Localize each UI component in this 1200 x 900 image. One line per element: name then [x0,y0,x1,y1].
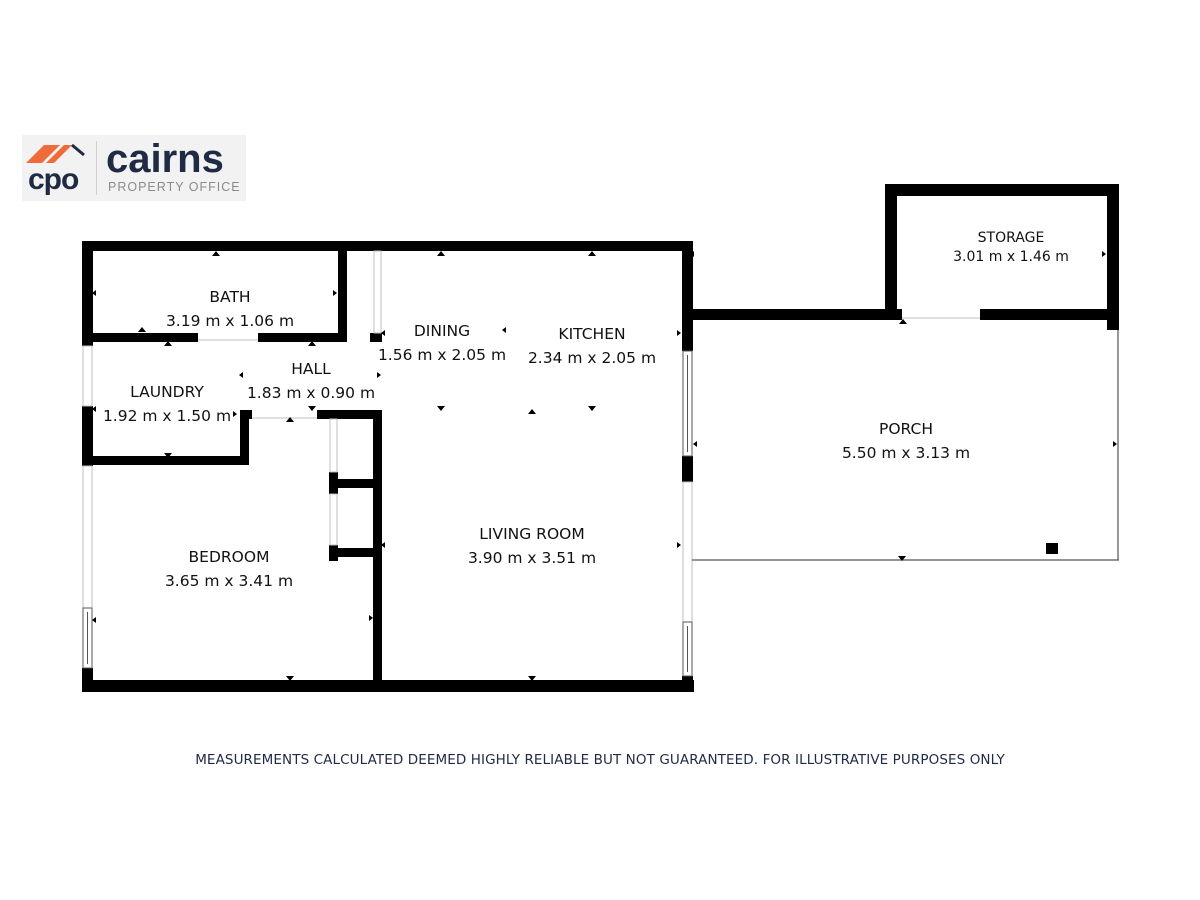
room-name: BEDROOM [188,548,270,566]
disclaimer: MEASUREMENTS CALCULATED DEEMED HIGHLY RE… [195,752,1005,768]
room-dimensions: 3.65 m x 3.41 m [164,572,294,590]
room-name: STORAGE [977,230,1045,246]
room-name: LIVING ROOM [479,525,585,543]
room-hall: HALL 1.83 m x 0.90 m [247,357,375,405]
company-logo: cpo cairns PROPERTY OFFICE [22,135,246,201]
logo-divider [96,141,97,195]
room-dimensions: 3.90 m x 3.51 m [467,549,597,567]
room-bedroom: BEDROOM 3.65 m x 3.41 m [165,545,293,593]
room-name: PORCH [878,420,934,438]
room-dimensions: 3.01 m x 1.46 m [953,249,1069,265]
room-dimensions: 3.19 m x 1.06 m [165,312,295,330]
logo-brand: cairns [106,137,224,181]
room-name: BATH [209,288,251,306]
room-dimensions: 5.50 m x 3.13 m [841,444,971,462]
room-porch: PORCH 5.50 m x 3.13 m [842,417,970,465]
room-dimensions: 1.83 m x 0.90 m [246,384,376,402]
room-name: KITCHEN [558,325,626,343]
room-name: LAUNDRY [130,383,204,401]
logo-mark: cpo [28,163,79,196]
room-dining: DINING 1.56 m x 2.05 m [378,319,506,367]
roof-icon [26,143,85,163]
room-living: LIVING ROOM 3.90 m x 3.51 m [468,522,596,570]
room-dimensions: 2.34 m x 2.05 m [527,349,657,367]
room-bath: BATH 3.19 m x 1.06 m [166,285,294,333]
room-dimensions: 1.92 m x 1.50 m [102,407,232,425]
room-storage: STORAGE 3.01 m x 1.46 m [953,229,1069,267]
room-name: HALL [291,360,331,378]
room-dimensions: 1.56 m x 2.05 m [377,346,507,364]
room-kitchen: KITCHEN 2.34 m x 2.05 m [528,322,656,370]
room-laundry: LAUNDRY 1.92 m x 1.50 m [103,380,231,428]
logo-subtitle: PROPERTY OFFICE [108,180,241,194]
room-name: DINING [413,322,471,340]
